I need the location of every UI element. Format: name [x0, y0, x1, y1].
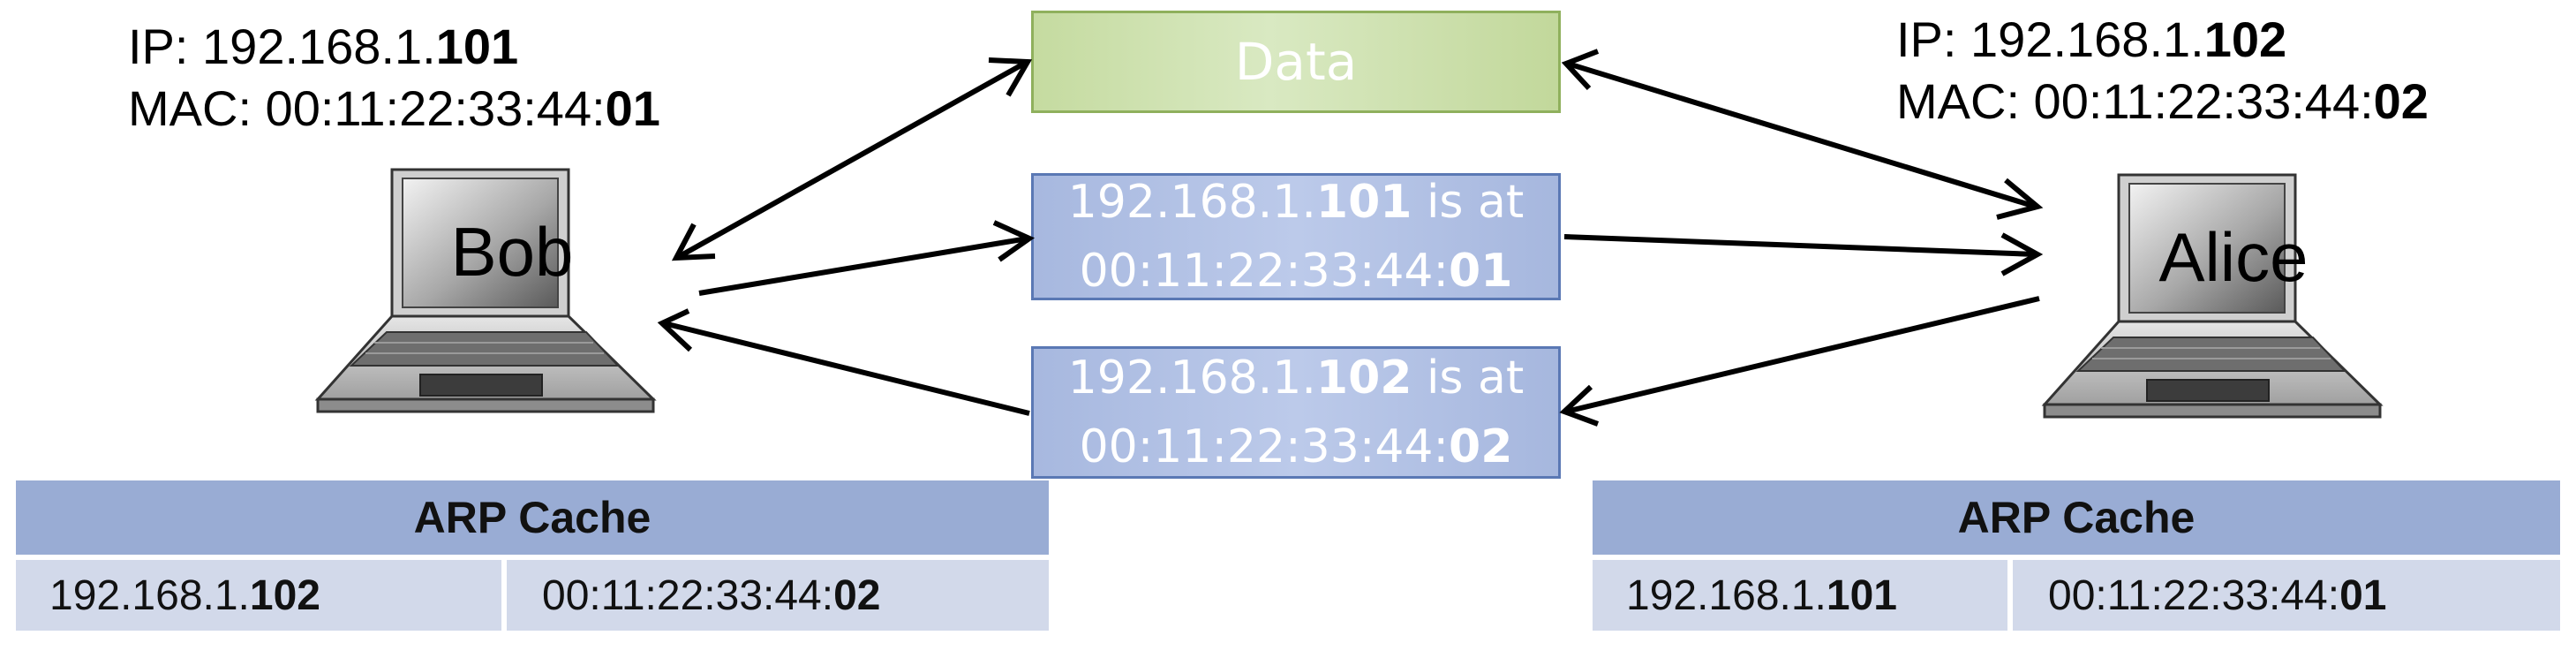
- bob-laptop-icon: [314, 168, 657, 413]
- bob-arp-cache-table: ARP Cache 192.168.1.102 00:11:22:33:44:0…: [16, 480, 1049, 631]
- arrowhead-alice-to-msg: [1559, 384, 1600, 427]
- bob-arp-cache-row: 192.168.1.102 00:11:22:33:44:02: [16, 560, 1049, 631]
- alice-host-info: IP: 192.168.1.102 MAC: 00:11:22:33:44:02: [1896, 9, 2429, 132]
- alice-arp-reply-box: 192.168.1.102 is at 00:11:22:33:44:02: [1031, 346, 1561, 479]
- alice-arp-reply-line2: 00:11:22:33:44:02: [1079, 420, 1513, 473]
- arrowhead-bob-data-end: [988, 57, 1033, 97]
- bob-arp-reply-box: 192.168.1.101 is at 00:11:22:33:44:01: [1031, 173, 1561, 300]
- arrow-msg-to-alice: [1563, 234, 2037, 257]
- alice-arp-cache-ip-cell: 192.168.1.101: [1626, 571, 1897, 619]
- arrow-bob-data: [678, 61, 1026, 259]
- data-box-label: Data: [1234, 32, 1358, 92]
- data-box: Data: [1031, 11, 1561, 113]
- arrow-data-alice: [1567, 61, 2037, 209]
- arrowhead-data-alice-start: [1561, 49, 1600, 91]
- arrowhead-msg-to-bob: [657, 308, 693, 352]
- arrow-msg-to-bob: [663, 321, 1030, 416]
- alice-laptop-icon: [2041, 173, 2384, 419]
- arrowhead-msg-to-alice: [2000, 232, 2044, 276]
- arrowhead-bob-to-msg: [992, 220, 1036, 262]
- bob-arp-reply-line2: 00:11:22:33:44:01: [1079, 245, 1513, 298]
- alice-arp-cache-header: ARP Cache: [1593, 480, 2560, 555]
- alice-arp-cache-title: ARP Cache: [1957, 493, 2196, 542]
- alice-arp-cache-mac-cell: 00:11:22:33:44:01: [2007, 560, 2560, 631]
- alice-arp-cache-row: 192.168.1.101 00:11:22:33:44:01: [1593, 560, 2560, 631]
- arrow-bob-to-msg: [698, 236, 1028, 296]
- arrow-alice-to-msg: [1565, 296, 2040, 414]
- alice-mac: MAC: 00:11:22:33:44:02: [1896, 73, 2429, 129]
- bob-host-info: IP: 192.168.1.101 MAC: 00:11:22:33:44:01: [128, 16, 660, 140]
- bob-ip: IP: 192.168.1.101: [128, 19, 519, 74]
- bob-arp-reply-line1: 192.168.1.101 is at: [1067, 176, 1525, 229]
- bob-arp-cache-header: ARP Cache: [16, 480, 1049, 555]
- arrowhead-bob-data-start: [671, 223, 716, 261]
- bob-mac: MAC: 00:11:22:33:44:01: [128, 80, 660, 136]
- bob-arp-cache-mac-cell: 00:11:22:33:44:02: [501, 560, 1049, 631]
- alice-ip: IP: 192.168.1.102: [1896, 11, 2287, 67]
- bob-arp-cache-title: ARP Cache: [413, 493, 652, 542]
- alice-arp-reply-line1: 192.168.1.102 is at: [1067, 352, 1525, 405]
- alice-arp-cache-table: ARP Cache 192.168.1.101 00:11:22:33:44:0…: [1593, 480, 2560, 631]
- arrowhead-data-alice-end: [1996, 178, 2044, 220]
- alice-label: Alice: [2158, 218, 2309, 296]
- bob-label: Bob: [450, 213, 574, 291]
- bob-arp-cache-ip-cell: 192.168.1.102: [49, 571, 320, 619]
